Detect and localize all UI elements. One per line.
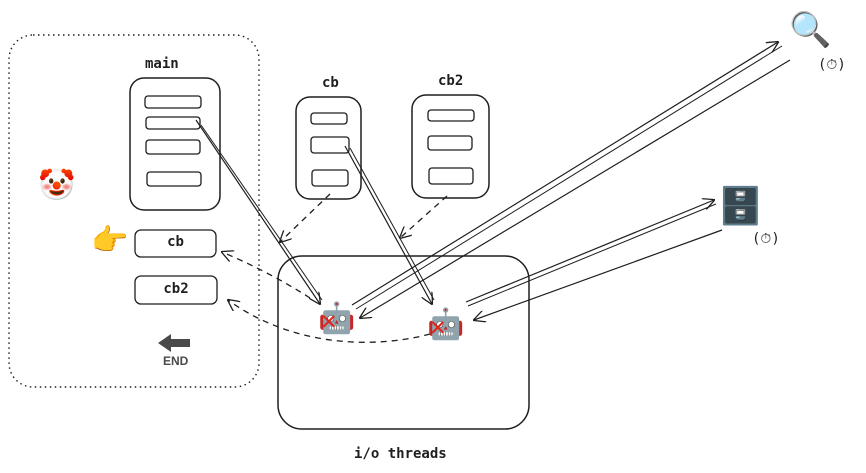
cb2-slot-2 (427, 135, 473, 151)
queue-box-cb2 (134, 275, 218, 305)
dashed-cb2-to-io (400, 195, 448, 238)
arrow-main-to-worker1-b (200, 124, 323, 301)
arrow-worker1-to-search (351, 42, 778, 306)
arrow-cb-to-worker2 (344, 145, 432, 304)
queue-box-cb (134, 229, 217, 258)
cb-slot-3 (311, 169, 349, 187)
end-label: END (163, 354, 189, 368)
magnifying-glass-icon: 🔍 (789, 10, 832, 50)
main-stack-frame (129, 77, 221, 211)
clown-face-icon: 🤡 (38, 168, 76, 203)
cabinet-timer-label: (⏱) (752, 231, 780, 247)
io-threads-label: i/o threads (354, 446, 447, 462)
arrow-worker2-to-cabinet (465, 200, 714, 303)
arrow-worker2-to-cabinet-b (467, 203, 717, 307)
dashed-worker1-to-queue-cb (222, 252, 311, 299)
main-slot-3 (145, 139, 201, 155)
main-slot-2 (145, 116, 201, 130)
arrow-cabinet-to-worker2 (474, 229, 723, 320)
file-cabinet-icon: 🗄️ (718, 186, 763, 227)
cb-slot-2 (310, 136, 350, 154)
main-slot-1 (144, 95, 202, 109)
queue-label-cb: cb (167, 234, 184, 250)
arrow-worker1-to-search-b (355, 45, 783, 310)
robot-crossed-x-icon-2: ✕ (430, 312, 446, 342)
main-thread-container (8, 34, 260, 388)
cb2-stack-label: cb2 (438, 73, 464, 89)
robot-crossed-icon: 🤖 (318, 301, 356, 336)
back-arrow-icon (158, 334, 190, 352)
arrow-cb-to-worker2-b (349, 147, 435, 301)
robot-crossed-icon-2: 🤖 (427, 307, 465, 342)
cb-slot-1 (310, 112, 348, 125)
queue-label-cb2: cb2 (163, 281, 189, 297)
pointing-hand-icon: 👉 (91, 223, 129, 258)
dashed-worker2-to-queue-cb2 (228, 300, 431, 343)
arrow-search-to-worker1 (360, 59, 791, 318)
dashed-cb-to-main (280, 193, 331, 242)
cb2-slot-3 (428, 167, 474, 185)
cb2-slot-1 (427, 109, 475, 122)
main-label: main (145, 56, 179, 72)
arrow-main-to-worker1 (195, 119, 320, 304)
cb-stack-label: cb (322, 75, 339, 91)
io-threads-box (277, 255, 530, 430)
robot-crossed-x-icon: ✕ (321, 306, 337, 336)
cb2-stack-frame (411, 94, 490, 199)
main-slot-4 (146, 171, 202, 187)
cb-stack-frame (295, 96, 362, 200)
search-timer-label: (⏱) (818, 57, 846, 73)
